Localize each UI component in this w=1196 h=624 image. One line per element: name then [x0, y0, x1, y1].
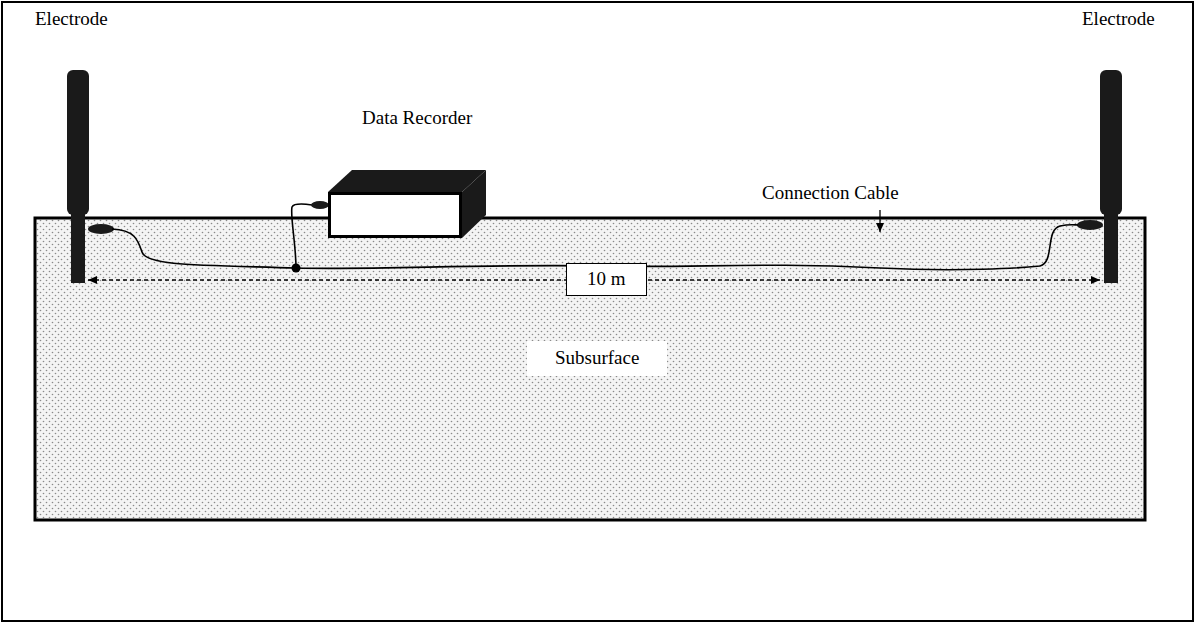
region-label: Subsurface — [527, 341, 667, 376]
connection-cable — [292, 204, 312, 268]
electrode-label: Electrode — [35, 8, 108, 31]
part-label: Data Recorder — [362, 107, 472, 130]
electrode-label: Electrode — [1082, 8, 1155, 31]
part-label: Connection Cable — [762, 182, 899, 205]
subsurface-ground — [35, 218, 1145, 520]
electrode-symbol — [67, 70, 114, 283]
leader-arrow — [879, 210, 880, 232]
electrode-symbol — [1077, 70, 1122, 283]
subsurface-region: Subsurface — [35, 218, 1145, 520]
cable-clip — [311, 201, 329, 209]
dimension-label: 10 m — [566, 263, 647, 296]
data-recorder-symbol — [328, 170, 486, 238]
cable-junction — [292, 264, 301, 273]
